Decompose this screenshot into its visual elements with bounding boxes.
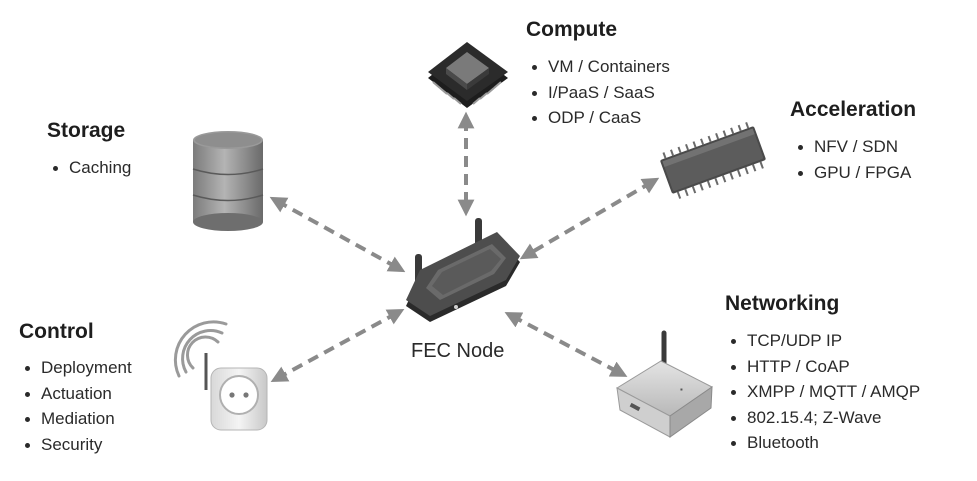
compute-title: Compute: [526, 18, 617, 41]
arrow-networking: [504, 312, 628, 377]
fec-node-label: FEC Node: [411, 340, 505, 362]
acceleration-list: NFV / SDN GPU / FPGA: [792, 134, 911, 185]
router-icon: [406, 218, 520, 322]
control-list: Deployment Actuation Mediation Security: [19, 355, 132, 457]
smart-plug-icon: [173, 320, 268, 431]
list-item: GPU / FPGA: [792, 160, 911, 186]
list-item: XMPP / MQTT / AMQP: [725, 379, 920, 405]
list-item: Mediation: [19, 406, 132, 432]
list-item: ODP / CaaS: [526, 105, 670, 131]
ic-chip-icon: [660, 122, 766, 199]
storage-title: Storage: [47, 119, 126, 142]
connector-arrows: [269, 111, 660, 383]
arrow-acceleration: [519, 177, 660, 260]
networking-title: Networking: [725, 292, 840, 315]
list-item: Bluetooth: [725, 430, 920, 456]
wireless-gateway-icon: ▪︎: [615, 330, 713, 438]
arrow-control: [270, 308, 405, 383]
list-item: Deployment: [19, 355, 132, 381]
list-item: HTTP / CoAP: [725, 354, 920, 380]
database-cylinder-icon: [192, 131, 264, 231]
list-item: Actuation: [19, 381, 132, 407]
acceleration-title: Acceleration: [790, 98, 917, 121]
list-item: Caching: [47, 155, 131, 181]
cpu-chip-icon: [428, 42, 508, 108]
storage-list: Caching: [47, 155, 131, 181]
list-item: Security: [19, 432, 132, 458]
svg-text:▪︎: ▪︎: [680, 385, 683, 394]
list-item: I/PaaS / SaaS: [526, 80, 670, 106]
control-title: Control: [19, 320, 94, 343]
list-item: 802.15.4; Z-Wave: [725, 405, 920, 431]
networking-list: TCP/UDP IP HTTP / CoAP XMPP / MQTT / AMQ…: [725, 328, 920, 456]
list-item: TCP/UDP IP: [725, 328, 920, 354]
compute-list: VM / Containers I/PaaS / SaaS ODP / CaaS: [526, 54, 670, 131]
arrow-storage: [269, 196, 406, 273]
list-item: VM / Containers: [526, 54, 670, 80]
list-item: NFV / SDN: [792, 134, 911, 160]
